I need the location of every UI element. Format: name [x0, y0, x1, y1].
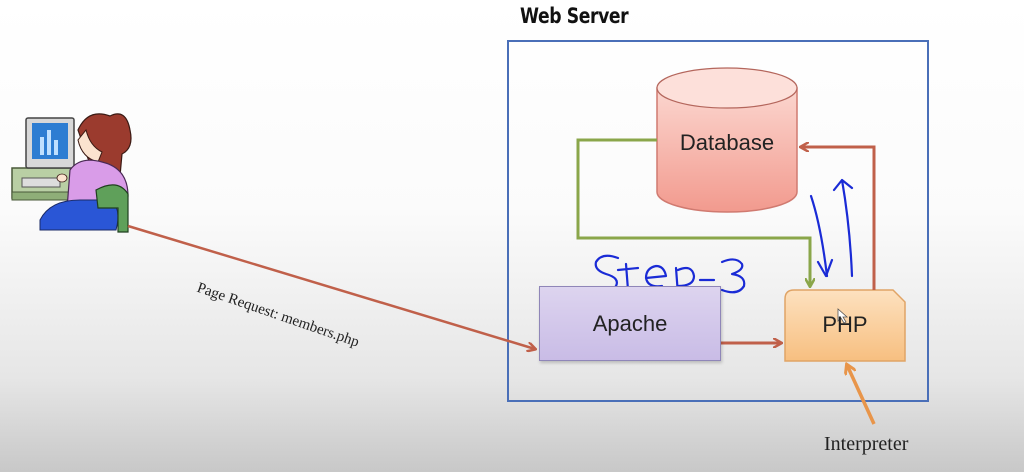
database-node — [656, 67, 798, 213]
interpreter-label: Interpreter — [824, 433, 909, 455]
apache-node: Apache — [539, 286, 721, 361]
arrow-database-to-php — [576, 138, 810, 286]
php-node — [784, 289, 906, 362]
web-server-title: Web Server — [520, 4, 629, 28]
php-label: PHP — [822, 312, 868, 337]
web-server-container — [507, 40, 929, 402]
database-label: Database — [679, 130, 775, 155]
apache-label: Apache — [592, 310, 668, 336]
arrow-page-request — [127, 224, 535, 349]
arrow-interpreter-to-php — [847, 365, 876, 425]
client-user-icon — [11, 113, 132, 233]
mouse-cursor-icon — [837, 308, 849, 324]
arrow-php-to-database — [801, 147, 876, 290]
